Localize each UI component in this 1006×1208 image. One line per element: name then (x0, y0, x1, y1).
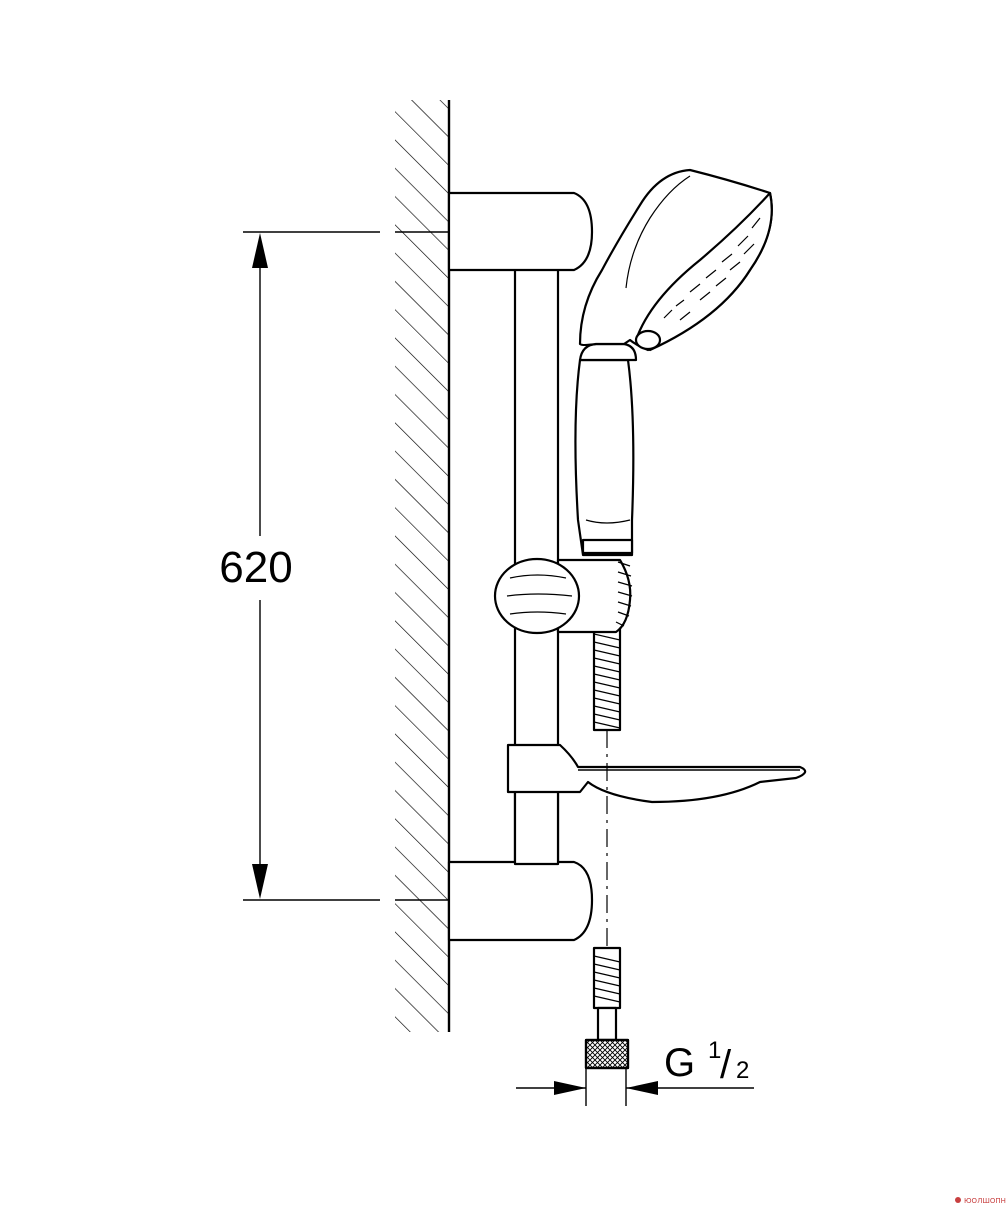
shower-tip (634, 329, 662, 351)
thread-label-slash: / (720, 1043, 732, 1087)
thread-label-numerator: 1 (708, 1037, 721, 1064)
watermark: ЮОЛШОПНОЕ (955, 1197, 1006, 1205)
hand-shower-collar (578, 342, 638, 362)
shower-hose-upper (592, 624, 622, 732)
dimension-arrow-bottom (252, 864, 268, 899)
wall (395, 100, 451, 1032)
thread-dimension: G 1 / 2 (516, 1037, 754, 1095)
hand-shower (574, 168, 773, 557)
wall-hatching (395, 100, 449, 1032)
soap-dish-tray (506, 743, 807, 804)
thread-label-denominator: 2 (736, 1057, 749, 1084)
watermark-logo-icon (955, 1197, 961, 1203)
height-dimension: 620 (219, 231, 449, 901)
hand-shower-handle (574, 358, 635, 557)
soap-dish (506, 743, 807, 866)
thread-arrow-left (554, 1081, 586, 1095)
shower-hose-lower (584, 946, 630, 1106)
upper-wall-bracket (447, 191, 594, 272)
lower-wall-bracket (447, 860, 594, 942)
slider-knob (493, 557, 581, 635)
height-dimension-label: 620 (219, 543, 292, 592)
slider-holder (493, 557, 633, 635)
thread-label-g: G (664, 1041, 695, 1085)
hose-ferrule (596, 1006, 618, 1042)
dimension-arrow-top (252, 233, 268, 268)
shower-spray-face (634, 191, 773, 352)
watermark-text: ЮОЛШОПНОЕ (964, 1197, 1006, 1205)
thread-arrow-right (626, 1081, 658, 1095)
